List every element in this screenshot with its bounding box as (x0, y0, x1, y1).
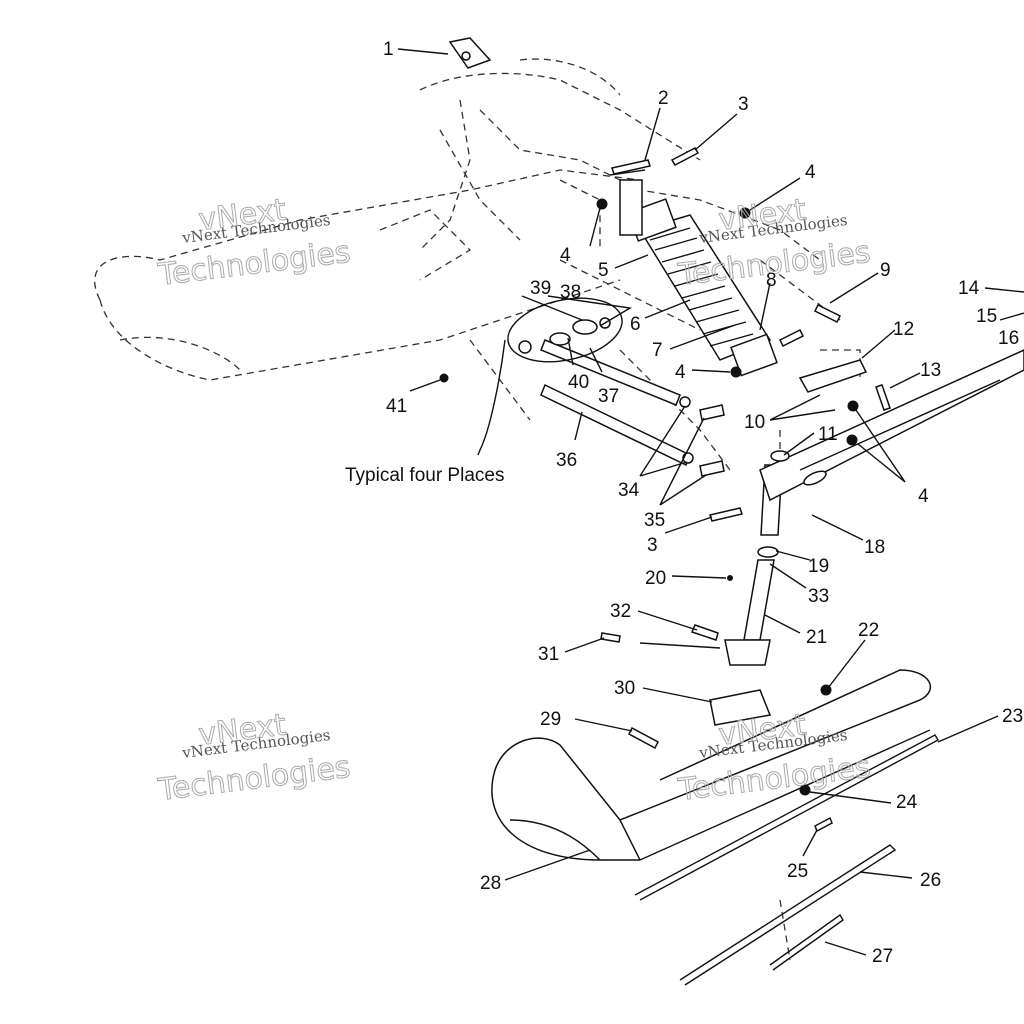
spindle (724, 464, 783, 666)
callout-38: 38 (560, 282, 581, 303)
callout-4: 4 (675, 362, 686, 383)
callout-36: 36 (556, 450, 577, 471)
callout-28: 28 (480, 873, 501, 894)
callout-34: 34 (618, 480, 640, 501)
callout-13: 13 (920, 360, 941, 381)
callout-4: 4 (918, 486, 929, 507)
callout-25: 25 (787, 861, 808, 882)
callout-20: 33 (808, 586, 829, 607)
callout-21: 21 (806, 627, 827, 648)
callout-32: 32 (610, 601, 631, 622)
callout-3: 3 (647, 535, 658, 556)
callout-19: 19 (808, 556, 829, 577)
callout-11: 11 (818, 424, 838, 445)
callout-4: 4 (560, 245, 571, 266)
shock-absorber (609, 169, 778, 377)
callout-1: 1 (383, 39, 394, 60)
callout-2: 2 (658, 88, 669, 109)
callout-10: 10 (744, 412, 765, 433)
callout-29: 29 (540, 709, 561, 730)
callout-5: 5 (598, 260, 609, 281)
callout-4: 4 (805, 162, 816, 183)
callout-12: 12 (893, 319, 914, 340)
watermark: vNext Technologies vNext Technologies (155, 707, 353, 809)
callout-3: 3 (738, 94, 749, 115)
runners (634, 734, 939, 986)
ski (491, 669, 932, 861)
callout-40: 40 (568, 372, 589, 393)
callout-9: 9 (880, 260, 891, 281)
hardware (439, 37, 891, 833)
pivot-bars (540, 339, 691, 467)
callout-33: 20 (645, 568, 666, 589)
callout-39: 39 (530, 278, 551, 299)
watermark: vNext Technologies vNext Technologies (155, 192, 353, 294)
callout-16: 16 (998, 328, 1019, 349)
callout-15: 15 (976, 306, 997, 327)
note-typical-four-places: Typical four Places (345, 465, 504, 486)
leader-lines (397, 48, 1024, 956)
callout-41: 41 (386, 396, 407, 417)
ski-arm (759, 349, 1024, 502)
callout-35: 35 (644, 510, 665, 531)
callout-6: 6 (630, 314, 641, 335)
callout-30: 30 (614, 678, 635, 699)
callout-26: 26 (920, 870, 941, 891)
callout-8: 8 (766, 270, 777, 291)
callout-31: 31 (538, 644, 559, 665)
callout-7: 7 (652, 340, 663, 361)
callout-18: 18 (864, 537, 885, 558)
callout-22: 22 (858, 620, 879, 641)
callout-37: 37 (598, 386, 619, 407)
chassis-outline (94, 58, 861, 961)
callout-14: 14 (958, 278, 980, 299)
callout-labels: 1 2 3 4 4 5 6 7 8 9 14 15 16 12 13 10 11… (383, 39, 1023, 967)
callout-27: 27 (872, 946, 893, 967)
callout-23: 23 (1002, 706, 1023, 727)
callout-24: 24 (896, 792, 918, 813)
